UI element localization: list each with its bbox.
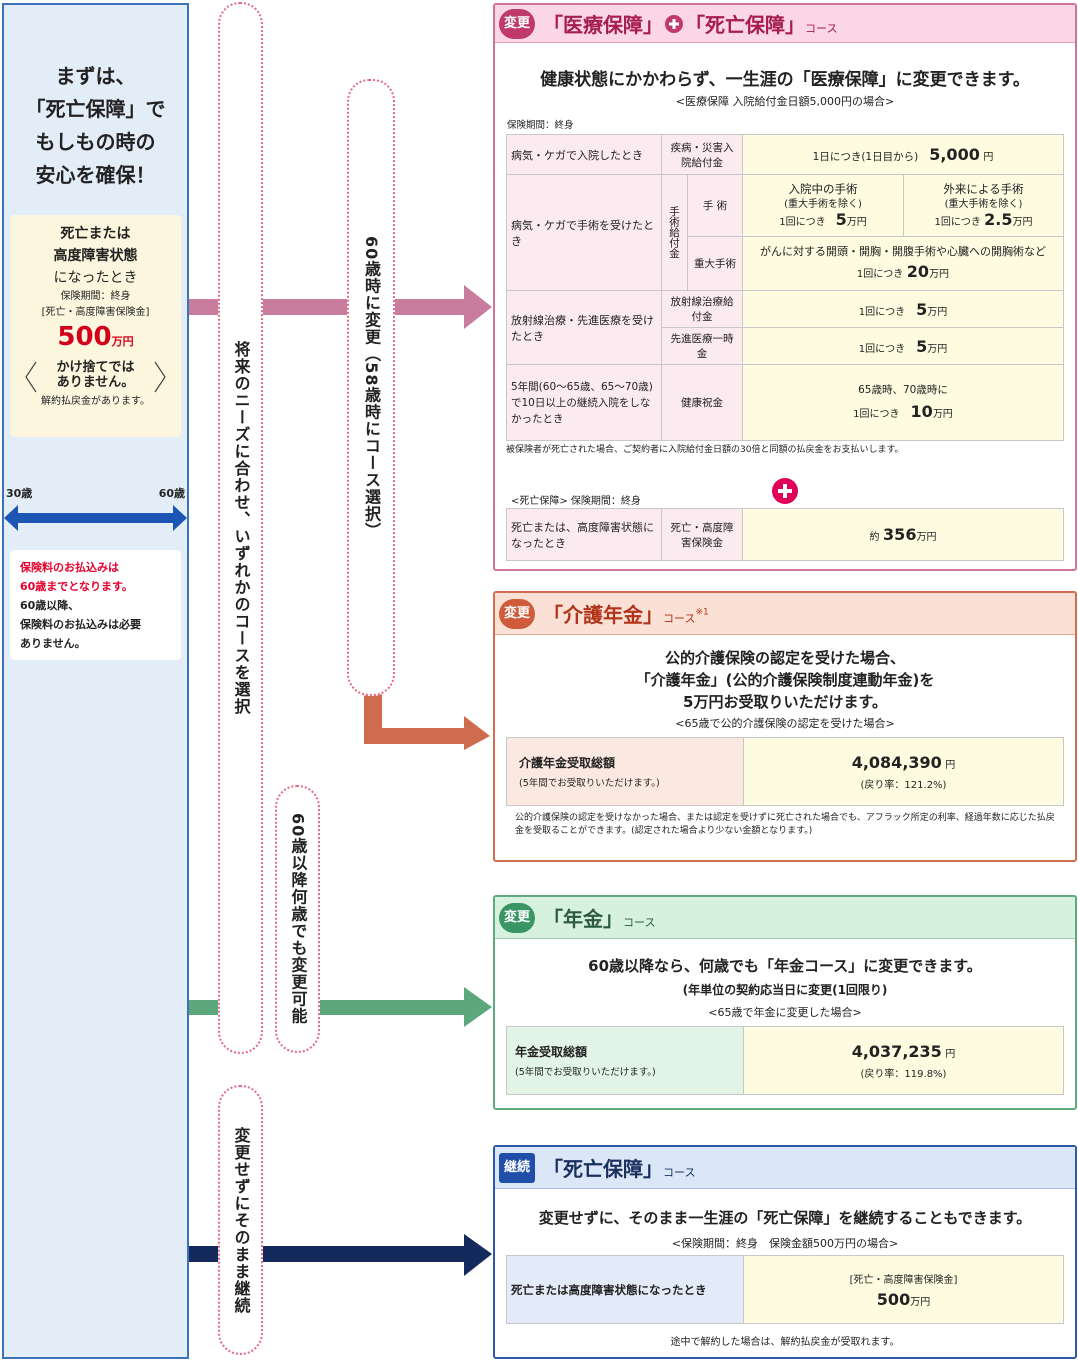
- refund-note: 解約払戻金があります。: [41, 396, 150, 407]
- death-line2: 高度障害状態: [53, 248, 138, 264]
- death-line1: 変更せずに、そのまま一生涯の「死亡保障」を継続することもできます。: [538, 1209, 1032, 1227]
- double-arrow-icon: [4, 505, 187, 531]
- care-note: 公的介護保険の認定を受けなかった場合、または認定を受けずに死亡された場合でも、ア…: [515, 813, 1055, 836]
- death-title: 「死亡保障」コース: [543, 1157, 696, 1181]
- medical-course-section: 変更 「医療保障」 「死亡保障」コース 健康状態にかかわらず、一生涯の「医療保障…: [493, 3, 1077, 571]
- death-amount: 500万円: [57, 322, 134, 352]
- medical-title: 「医療保障」: [543, 13, 663, 37]
- pension-header: 変更 「年金」コース: [495, 897, 1075, 939]
- bubble-change-at-60: 60歳時に変更（58歳時にコース選択）: [347, 79, 395, 696]
- pension-badge: 変更: [499, 902, 535, 933]
- care-badge: 変更: [499, 598, 535, 629]
- medical-period: 保険期間：終身: [507, 120, 574, 131]
- pension-sub: <65歳で年金に変更した場合>: [708, 1006, 862, 1019]
- pension-table: 年金受取総額(5年間でお受取りいただけます。) 4,037,235 円(戻り率：…: [506, 1026, 1064, 1095]
- death-header: 継続 「死亡保障」コース: [495, 1147, 1075, 1189]
- death-period: 保険期間：終身: [60, 291, 131, 302]
- medical-badge: 変更: [499, 8, 535, 39]
- medical-sub: <医療保障 入院給付金日額5,000円の場合>: [675, 95, 895, 108]
- death-coverage-head: <死亡保障> 保険期間：終身: [511, 496, 641, 507]
- bubble-any-age: 60歳以降何歳でも変更可能: [275, 785, 320, 1053]
- table-row: 病気・ケガで入院したとき 疾病・災害入院給付金 1日につき(1日目から) 5,0…: [506, 134, 1064, 175]
- death-benefit-box: 死亡または 高度障害状態 になったとき 保険期間：終身 [死亡・高度障害保険金]…: [10, 215, 181, 437]
- care-sub: <65歳で公的介護保険の認定を受けた場合>: [675, 717, 895, 730]
- pension-line1: 60歳以降なら、何歳でも「年金コース」に変更できます。: [588, 957, 982, 975]
- table-row: 死亡または、高度障害状態になったとき 死亡・高度障害保険金 約 356万円: [506, 508, 1064, 561]
- care-table: 介護年金受取総額(5年間でお受取りいただけます。) 4,084,390 円(戻り…: [506, 737, 1064, 806]
- death-line1: 死亡または: [60, 226, 131, 242]
- table-row: 5年間(60〜65歳、65〜70歳)で10日以上の継続入院をしなかったとき 健康…: [506, 364, 1064, 441]
- death-badge: 継続: [499, 1152, 535, 1183]
- medical-headline: 健康状態にかかわらず、一生涯の「医療保障」に変更できます。: [540, 70, 1030, 90]
- arrow-to-care: [364, 690, 490, 750]
- death-coverage-table: 死亡または、高度障害状態になったとき 死亡・高度障害保険金 約 356万円: [506, 508, 1064, 561]
- table-row: 病気・ケガで手術を受けたとき 手術給付金 手 術 入院中の手術(重大手術を除く)…: [506, 174, 1064, 291]
- death-line3: になったとき: [53, 270, 138, 286]
- bubble-continue: 変更せずにそのまま継続: [218, 1085, 263, 1355]
- pension-course-section: 変更 「年金」コース 60歳以降なら、何歳でも「年金コース」に変更できます。 (…: [493, 895, 1077, 1110]
- table-row: 放射線治療・先進医療を受けたとき 放射線治療給付金 1回につき 5万円: [506, 290, 1064, 365]
- age-start: 30歳: [6, 487, 33, 500]
- arrow-to-pension: [189, 987, 492, 1027]
- care-course-section: 変更 「介護年金」コース※1 公的介護保険の認定を受けた場合、 「介護年金」(公…: [493, 591, 1077, 862]
- care-title: 「介護年金」コース※1: [543, 603, 709, 627]
- bracket-icon: [25, 361, 166, 393]
- payment-note: 保険料のお払込みは 60歳までとなります。 60歳以降、 保険料のお払込みは必要…: [10, 550, 181, 660]
- care-lines: 公的介護保険の認定を受けた場合、 「介護年金」(公的介護保険制度連動年金)を 5…: [635, 649, 935, 711]
- not-disposable-note: かけ捨てでは ありません。: [24, 360, 167, 393]
- medical-note: 被保険者が死亡された場合、ご契約者に入院給付金日額の30倍と同額の払戻金をお支払…: [506, 445, 904, 455]
- pension-title: 「年金」コース: [543, 907, 656, 931]
- plus-icon: [772, 478, 798, 504]
- table-row: 死亡または高度障害状態になったとき [死亡・高度障害保険金]500万円: [506, 1255, 1064, 1324]
- death-sub: <保険期間：終身 保険金額500万円の場合>: [671, 1237, 899, 1250]
- arrow-to-death: [189, 1234, 492, 1276]
- care-header: 変更 「介護年金」コース※1: [495, 593, 1075, 635]
- table-row: 先進医療一時金 1回につき 5万円: [507, 327, 1064, 365]
- age-end: 60歳: [158, 487, 185, 500]
- medical-table: 病気・ケガで入院したとき 疾病・災害入院給付金 1日につき(1日目から) 5,0…: [506, 134, 1064, 441]
- lead-text: まずは、 「死亡保障」で もしもの時の 安心を確保！: [25, 64, 166, 187]
- medical-header: 変更 「医療保障」 「死亡保障」コース: [495, 5, 1075, 43]
- table-row: 介護年金受取総額(5年間でお受取りいただけます。) 4,084,390 円(戻り…: [506, 737, 1064, 806]
- pension-line2: (年単位の契約応当日に変更(1回限り): [682, 983, 888, 997]
- age-range-arrow: 30歳 60歳: [4, 485, 187, 535]
- table-row: 年金受取総額(5年間でお受取りいただけます。) 4,037,235 円(戻り率：…: [506, 1026, 1064, 1095]
- death-course-section: 継続 「死亡保障」コース 変更せずに、そのまま一生涯の「死亡保障」を継続すること…: [493, 1145, 1077, 1359]
- plus-icon: [665, 14, 683, 33]
- death-kind: [死亡・高度障害保険金]: [41, 307, 150, 318]
- death-table: 死亡または高度障害状態になったとき [死亡・高度障害保険金]500万円: [506, 1255, 1064, 1324]
- left-column: まずは、 「死亡保障」で もしもの時の 安心を確保！ 死亡または 高度障害状態 …: [2, 3, 189, 1359]
- death-note: 途中で解約した場合は、解約払戻金が受取れます。: [670, 1337, 900, 1348]
- bubble-choose-course: 将来のニーズに合わせ、いずれかのコースを選択: [218, 2, 263, 1054]
